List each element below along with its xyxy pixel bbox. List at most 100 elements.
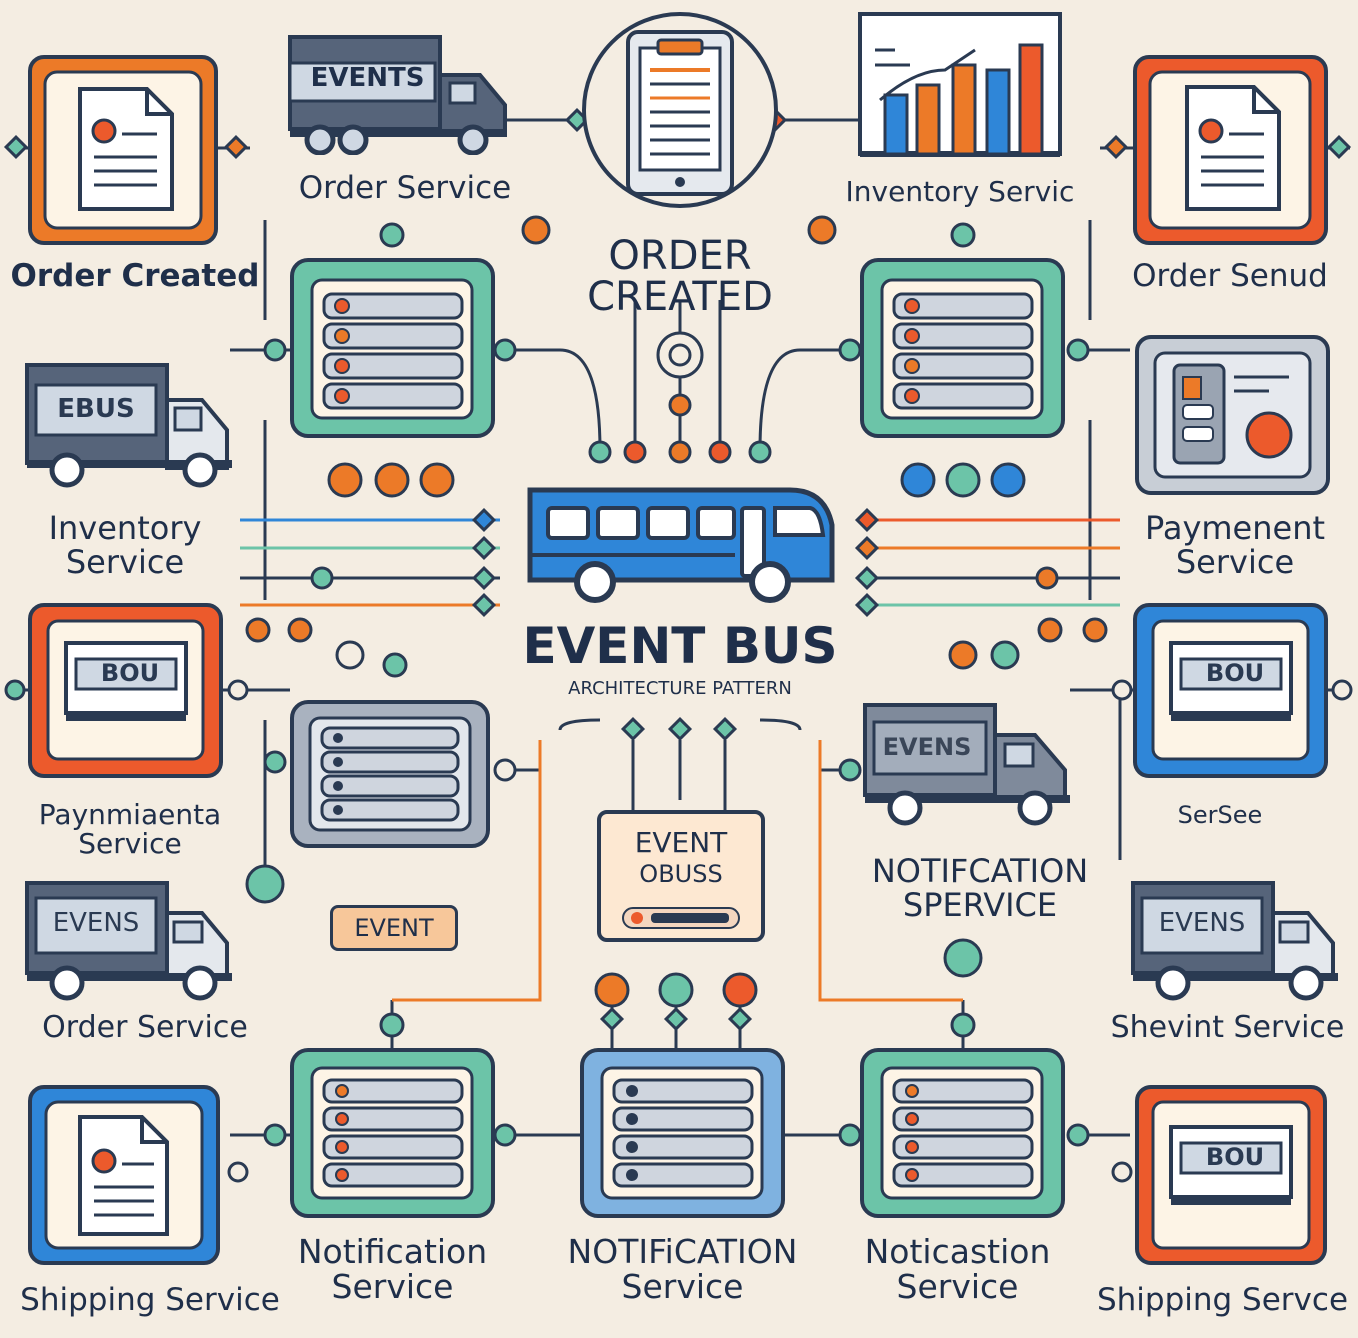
connector-diamond — [471, 507, 497, 533]
connector-diamond — [599, 1006, 625, 1032]
event-box-line1: EVENT — [634, 826, 728, 859]
service-label: Inventory Servic — [845, 175, 1075, 208]
truck-icon — [288, 35, 507, 155]
order-created-tile — [28, 55, 218, 245]
connector-dot — [950, 222, 976, 248]
connector-dot — [990, 462, 1026, 498]
connector-dot — [950, 1012, 976, 1038]
connector-diamond — [727, 1006, 753, 1032]
connector-dot — [382, 652, 408, 678]
connector-dot — [1035, 566, 1059, 590]
shipping-screen-tile: BOU — [1135, 1085, 1327, 1265]
connector-diamond — [854, 565, 880, 591]
service-label: Paynmiaenta Service — [38, 798, 222, 861]
connector-dot — [838, 1123, 862, 1147]
screen-label: BOU — [1205, 1143, 1265, 1171]
bar-chart-icon — [858, 12, 1062, 157]
connector-diamond — [620, 716, 646, 742]
list-icon — [310, 278, 474, 420]
event-list-panel — [290, 700, 490, 848]
service-label: Order Service — [42, 1010, 248, 1045]
connector-dot — [1111, 1161, 1133, 1183]
connector-dot — [374, 462, 410, 498]
connector-dot — [900, 462, 936, 498]
center-label-line1: ORDER — [608, 233, 752, 279]
connector-dot — [807, 215, 837, 245]
connector-diamond — [712, 716, 738, 742]
connector-dot — [245, 864, 285, 904]
list-icon — [310, 1066, 474, 1200]
connector-dot — [838, 338, 862, 362]
connector-diamond — [663, 1006, 689, 1032]
progress-dots — [622, 907, 740, 929]
connector-dot — [419, 462, 455, 498]
service-label: SerSee — [1177, 801, 1263, 829]
connector-dot — [227, 1161, 249, 1183]
connector-dot — [335, 640, 365, 670]
event-list-panel — [290, 258, 495, 438]
service-label: Shipping Servce — [1096, 1282, 1349, 1318]
connector-diamond — [471, 565, 497, 591]
list-icon — [880, 1066, 1044, 1200]
event-tag-label: EVENT — [354, 914, 434, 942]
connector-diamond — [854, 535, 880, 561]
monitor-icon — [46, 619, 205, 761]
connector-dot — [722, 972, 758, 1008]
truck-icon — [863, 703, 1070, 826]
service-label: NOTIFiCATION Service — [567, 1232, 798, 1306]
service-label: Shipping Service — [20, 1282, 280, 1318]
connector-dot — [588, 440, 612, 464]
shipping-doc-tile — [28, 1085, 220, 1265]
connector-diamond — [854, 592, 880, 618]
connector-dot — [945, 462, 981, 498]
document-icon — [44, 1100, 204, 1250]
connector-dot — [948, 640, 978, 670]
connector-dot — [708, 440, 732, 464]
connector-dot — [838, 758, 862, 782]
service-label: Order Created — [10, 258, 260, 294]
truck-icon — [25, 363, 232, 488]
truck-label: EBUS — [57, 394, 135, 424]
document-icon — [1148, 70, 1312, 230]
order-senud-tile — [1133, 55, 1328, 245]
connector-dot — [748, 440, 772, 464]
connector-dot — [245, 617, 271, 643]
target-ring-inner — [668, 343, 692, 367]
connector-diamond — [854, 507, 880, 533]
connector-dot — [493, 338, 517, 362]
connector-dot — [287, 617, 313, 643]
service-label: Inventory Service — [48, 509, 202, 581]
truck-icon — [1131, 881, 1338, 1001]
connector-diamond — [471, 535, 497, 561]
connector-dot — [1066, 1123, 1090, 1147]
truck-label: EVENS — [52, 908, 140, 938]
connector-dot — [379, 1012, 405, 1038]
connector-dot — [1066, 338, 1090, 362]
connector-dot — [668, 393, 692, 417]
connector-dot — [623, 440, 647, 464]
connector-dot — [227, 679, 249, 701]
diagram-subtitle: ARCHITECTURE PATTERN — [568, 678, 792, 699]
payment-device-tile — [1135, 335, 1330, 495]
connector-diamond — [564, 107, 590, 133]
connector-dot — [1331, 679, 1353, 701]
connector-dot — [493, 758, 517, 782]
connector-dot — [943, 938, 983, 978]
connector-dot — [594, 972, 630, 1008]
connector-dot — [379, 222, 405, 248]
connector-dot — [668, 440, 692, 464]
truck-label: EVENTS — [310, 63, 425, 93]
connector-dot — [263, 1123, 287, 1147]
document-icon — [43, 70, 203, 230]
service-label: Notification Service — [297, 1232, 488, 1306]
event-box-line2: OBUSS — [639, 860, 723, 888]
connector-diamond — [471, 592, 497, 618]
diagram-title: EVENT BUS — [522, 617, 838, 675]
event-list-panel — [860, 258, 1065, 438]
service-label: Order Service — [298, 170, 512, 206]
service-screen-tile: BOU — [1133, 603, 1328, 778]
service-label: Noticastion Service — [864, 1232, 1051, 1306]
tablet-icon — [582, 12, 778, 208]
